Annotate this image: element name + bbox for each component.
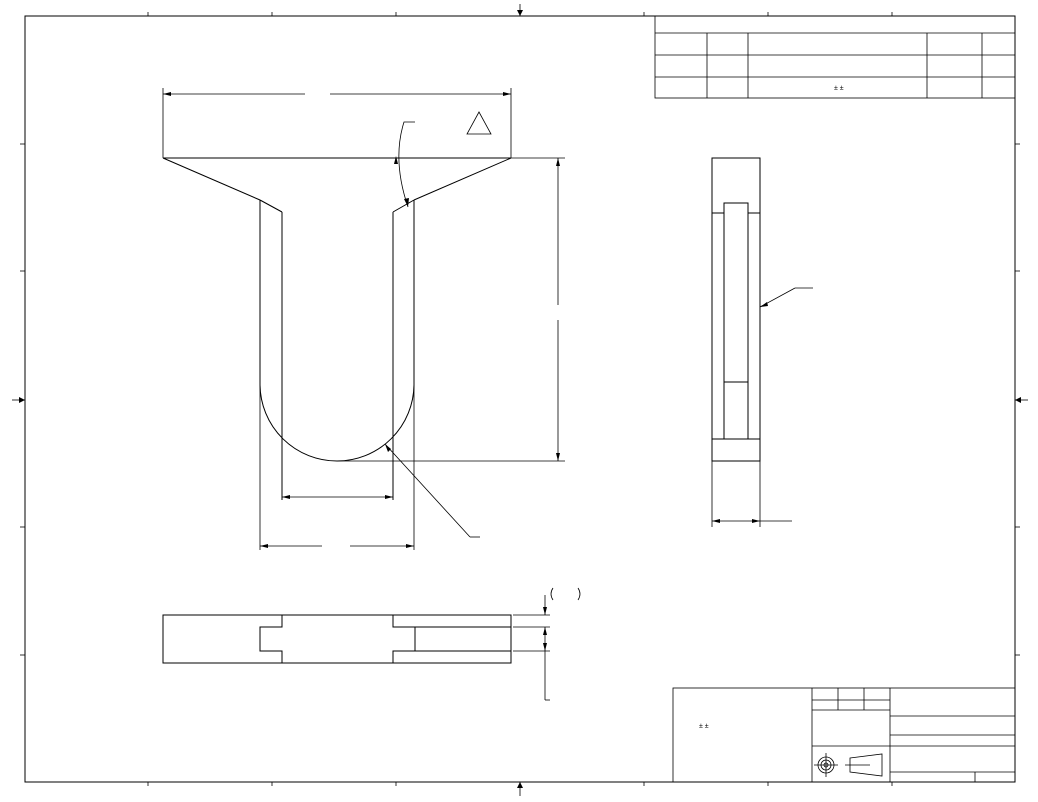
front-view bbox=[162, 157, 565, 500]
front-view-dimensions bbox=[162, 88, 565, 550]
revision-tolerance-note: ± ± bbox=[834, 85, 844, 92]
zone-ticks bbox=[20, 12, 1020, 786]
centering-arrows bbox=[12, 4, 1028, 796]
side-view bbox=[711, 157, 813, 527]
surface-finish-triangle-icon bbox=[466, 111, 492, 135]
title-tolerance-symbols: ± ± bbox=[699, 723, 709, 730]
sheet-border bbox=[24, 15, 1016, 783]
revision-block bbox=[654, 15, 1016, 99]
title-block bbox=[672, 687, 1016, 783]
taper-icon bbox=[845, 753, 883, 777]
third-angle-projection-icon bbox=[814, 753, 838, 777]
bottom-view bbox=[162, 587, 581, 701]
